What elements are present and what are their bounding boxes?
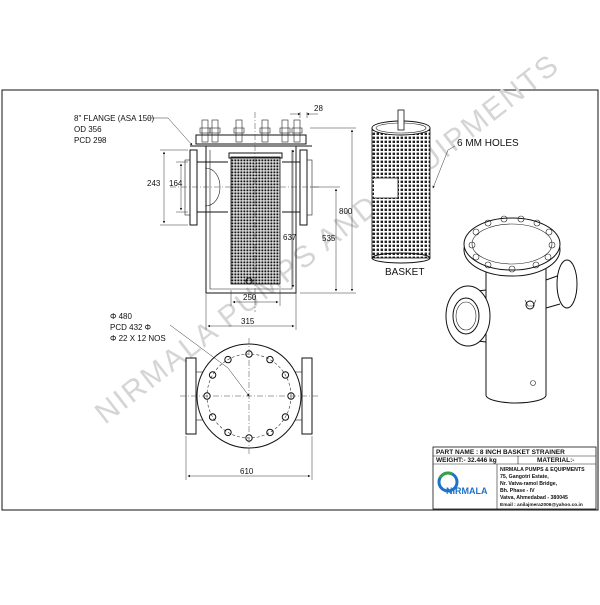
inlet-flange <box>189 149 198 226</box>
dim-250: 250 <box>243 293 257 302</box>
weight: WEIGHT:- 32.446 kg <box>436 457 497 464</box>
top-flange-bolts <box>468 215 556 273</box>
dim-535: 535 <box>322 234 336 243</box>
part-name: PART NAME : 8 INCH BASKET STRAINER <box>436 449 565 456</box>
basket-view: 6 MM HOLES BASKET <box>371 109 519 278</box>
address-line-4: Vatva, Ahmedabad - 380045 <box>500 495 568 501</box>
cover-studs <box>199 119 303 143</box>
sheet-border <box>1 89 599 511</box>
basket-mesh <box>230 156 281 285</box>
flange-od-label: OD 356 <box>74 125 102 134</box>
front-section-view: 243 164 28 800 535 637 250 315 8" FLANGE… <box>74 104 356 330</box>
material: MATERIAL:- <box>537 457 574 464</box>
address-line-2: Nr. Vatva-ramol Bridge, <box>500 481 558 487</box>
dim-315: 315 <box>241 317 255 326</box>
top-view: Φ 480 PCD 432 Φ Φ 22 X 12 NOS 610 <box>110 312 318 480</box>
dim-800: 800 <box>339 207 353 216</box>
basket-label: BASKET <box>385 267 424 278</box>
title-block: PART NAME : 8 INCH BASKET STRAINER WEIGH… <box>432 446 597 510</box>
dim-28: 28 <box>314 104 323 113</box>
flange-spec-label: 8" FLANGE (ASA 150) <box>74 114 155 123</box>
top-dia-480: Φ 480 <box>110 312 133 321</box>
address-line-3: Bh. Phase - IV <box>500 488 535 494</box>
isometric-view <box>445 215 578 404</box>
company-name: NIRMALA PUMPS & EQUIPMENTS <box>500 467 585 473</box>
flange-pcd-label: PCD 298 <box>74 136 107 145</box>
top-holes-22: Φ 22 X 12 NOS <box>110 334 166 343</box>
dim-610: 610 <box>240 467 254 476</box>
top-pcd-432: PCD 432 Φ <box>110 323 151 332</box>
dim-637: 637 <box>283 233 297 242</box>
outlet-flange <box>299 149 308 226</box>
dim-243: 243 <box>147 179 161 188</box>
address-line-1: 75, Gangotri Estate, <box>500 474 549 480</box>
logo-text: NIRMALA <box>446 486 488 496</box>
dim-164: 164 <box>169 179 183 188</box>
company-logo: NIRMALA <box>437 471 488 496</box>
email: Email : anilajmera2006@yahoo.co.in <box>500 502 583 508</box>
holes-label: 6 MM HOLES <box>457 138 519 149</box>
